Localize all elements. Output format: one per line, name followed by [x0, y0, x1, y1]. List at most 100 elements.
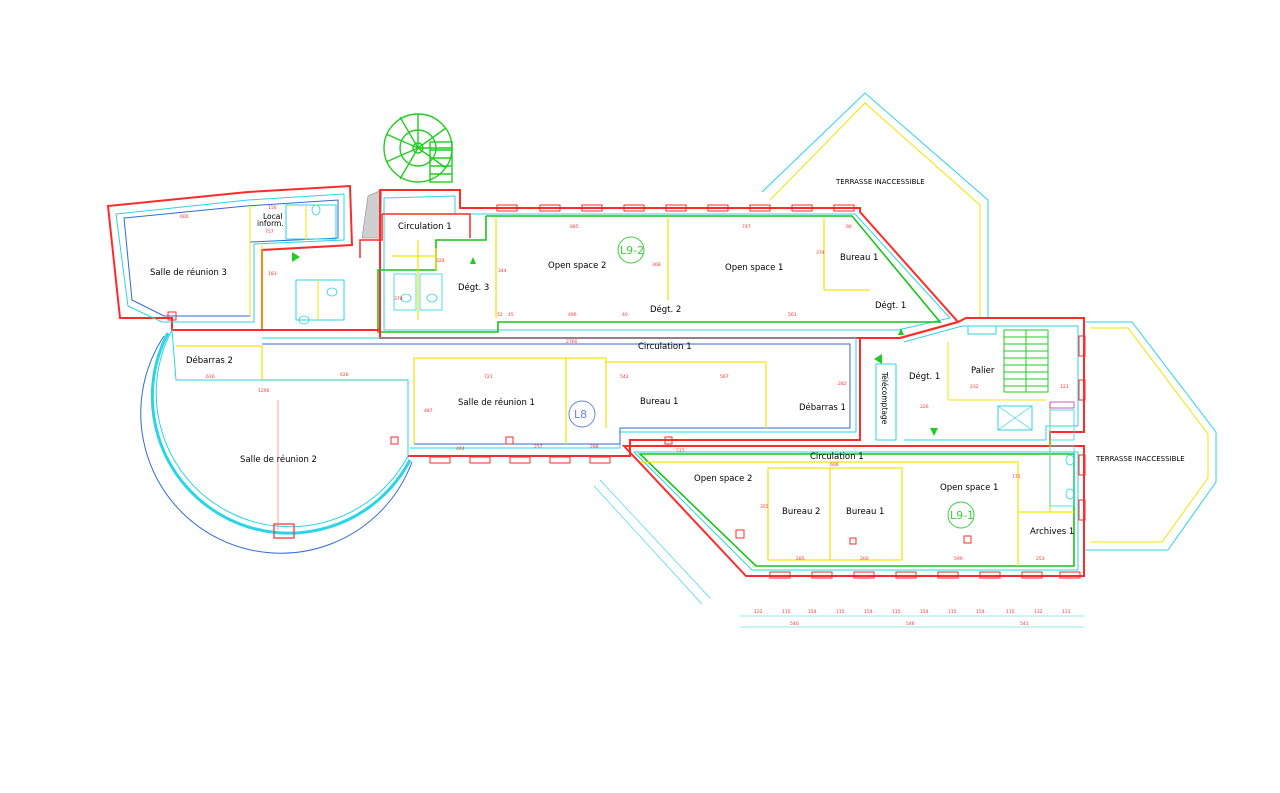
- room-label-open-space-2-top: Open space 2: [548, 261, 606, 271]
- bottom-dimension-label: 115: [1006, 609, 1015, 615]
- dimension-label: 599: [954, 556, 963, 562]
- zone-label-l8: L8: [574, 408, 587, 421]
- spiral-staircase: [383, 113, 453, 183]
- round-room-walls: [140, 328, 413, 554]
- dimension-label: 378: [394, 296, 403, 302]
- dimension-label: 172: [1012, 474, 1021, 480]
- bottom-dimension-label: 115: [782, 609, 791, 615]
- bottom-dimension-label: 154: [808, 609, 817, 615]
- dimension-label: 606: [830, 462, 839, 468]
- dimension-label: 324: [436, 258, 445, 264]
- dimension-label: 561: [788, 312, 797, 318]
- zone-markers: L9-2 L8 L9-1: [568, 236, 975, 529]
- room-label-degt-2: Dégt. 2: [650, 304, 681, 315]
- upper-block-walls: [379, 189, 960, 339]
- direction-arrows: [292, 252, 938, 436]
- room-label-open-space-1-bottom: Open space 1: [940, 483, 998, 493]
- facade-windows: [429, 204, 1086, 579]
- dimension-label: 1290: [258, 388, 270, 394]
- room-label-circulation-1-top: Circulation 1: [398, 222, 452, 232]
- room-label-circulation-1-bottom: Circulation 1: [810, 452, 864, 462]
- room-label-open-space-2-bottom: Open space 2: [694, 474, 752, 484]
- dimension-label: 183: [268, 271, 277, 277]
- dimension-label: 232: [970, 384, 979, 390]
- dimension-label: 156: [268, 205, 277, 211]
- dimension-label: 40: [622, 312, 628, 318]
- dimension-label: 885: [570, 224, 579, 230]
- straight-staircase: [1003, 329, 1049, 393]
- room-label-debarras-2: Débarras 2: [186, 355, 233, 366]
- dimension-label: 355: [760, 504, 769, 510]
- room-label-local-inform-1: Local: [263, 212, 282, 221]
- room-label-debarras-1: Débarras 1: [799, 402, 846, 413]
- room-label-open-space-1-top: Open space 1: [725, 263, 783, 273]
- dimension-label: 368: [652, 262, 661, 268]
- dimension-label: 253: [1036, 556, 1045, 562]
- sanitary-blocks: [298, 204, 443, 325]
- column-markers: [167, 311, 972, 545]
- room-label-telecomptage: Télécomptage: [880, 371, 889, 425]
- room-label-circulation-1-mid: Circulation 1: [638, 342, 692, 352]
- bottom-dimension-label: 540: [790, 621, 799, 627]
- zone-label-l9-2: L9-2: [620, 244, 644, 257]
- bottom-dimension-label: 132: [1034, 609, 1043, 615]
- lot-l9-1-outline: [638, 453, 1075, 567]
- dimension-label: 121: [1060, 384, 1069, 390]
- terrace-right-outline: [1084, 321, 1217, 551]
- middle-block-walls: [172, 329, 861, 457]
- room-label-degt-1-right: Dégt. 1: [909, 371, 940, 382]
- dimension-label: 721: [484, 374, 493, 380]
- dimension-label: 288: [590, 444, 599, 450]
- dimension-label: 444: [456, 446, 465, 452]
- dimension-label: 567: [720, 374, 729, 380]
- dimension-label: 90: [846, 224, 852, 230]
- left-wing-walls: [106, 184, 354, 331]
- middle-block-partitions: [176, 345, 767, 444]
- bottom-dimension-label: 154: [976, 609, 985, 615]
- dimension-label: 285: [796, 556, 805, 562]
- terrace-label-top: TERRASSE INACCESSIBLE: [835, 178, 925, 186]
- room-label-archives-1: Archives 1: [1030, 527, 1074, 537]
- dimension-label: 496: [568, 312, 577, 318]
- room-label-bureau-1-mid: Bureau 1: [640, 397, 678, 407]
- zone-label-l9-1: L9-1: [950, 509, 974, 522]
- bottom-dimension-label: 154: [864, 609, 873, 615]
- angled-dimension-lines: [593, 479, 711, 605]
- room-label-salle-reunion-3: Salle de réunion 3: [150, 267, 227, 278]
- bottom-dimension-label: 546: [906, 621, 915, 627]
- room-label-bureau-1-bottom: Bureau 1: [846, 507, 884, 517]
- dimension-label: 616: [206, 374, 215, 380]
- bottom-dimension-label: 154: [920, 609, 929, 615]
- dimension-figures: 600 156 757 183 324 378 344 885 747 90 3…: [180, 205, 1071, 627]
- dimension-label: 52: [497, 312, 503, 318]
- dimension-label: 2760: [566, 339, 578, 345]
- dimension-label: 344: [498, 268, 507, 274]
- dimension-label: 282: [838, 381, 847, 387]
- dimension-label: 374: [816, 250, 825, 256]
- room-label-palier: Palier: [971, 366, 995, 376]
- room-label-salle-reunion-2: Salle de réunion 2: [240, 454, 317, 465]
- dimension-label: 747: [742, 224, 751, 230]
- dimension-label: 626: [340, 372, 349, 378]
- room-label-salle-reunion-1: Salle de réunion 1: [458, 397, 535, 408]
- archives-sanitary: [1049, 401, 1075, 507]
- room-label-bureau-1-top: Bureau 1: [840, 253, 878, 263]
- terrace-label-right: TERRASSE INACCESSIBLE: [1095, 455, 1185, 463]
- dimension-label: 200: [860, 556, 869, 562]
- bottom-dimension-label: 122: [754, 609, 763, 615]
- dimension-label: 515: [676, 448, 685, 454]
- room-label-local-inform-2: inform.: [257, 219, 284, 228]
- dimension-label: 45: [508, 312, 514, 318]
- core-walls: [875, 317, 1085, 447]
- dimension-label: 226: [920, 404, 929, 410]
- upper-block-partitions: [392, 218, 870, 320]
- bottom-dimension-label: 131: [1062, 609, 1071, 615]
- room-label-degt-3: Dégt. 3: [458, 282, 489, 293]
- terrace-top-outline: [761, 92, 989, 318]
- dimension-label: 757: [265, 229, 274, 235]
- room-label-degt-1-top: Dégt. 1: [875, 300, 906, 311]
- dimension-label: 257: [534, 444, 543, 450]
- dimension-label: 542: [620, 374, 629, 380]
- bottom-dimension-label: 541: [1020, 621, 1029, 627]
